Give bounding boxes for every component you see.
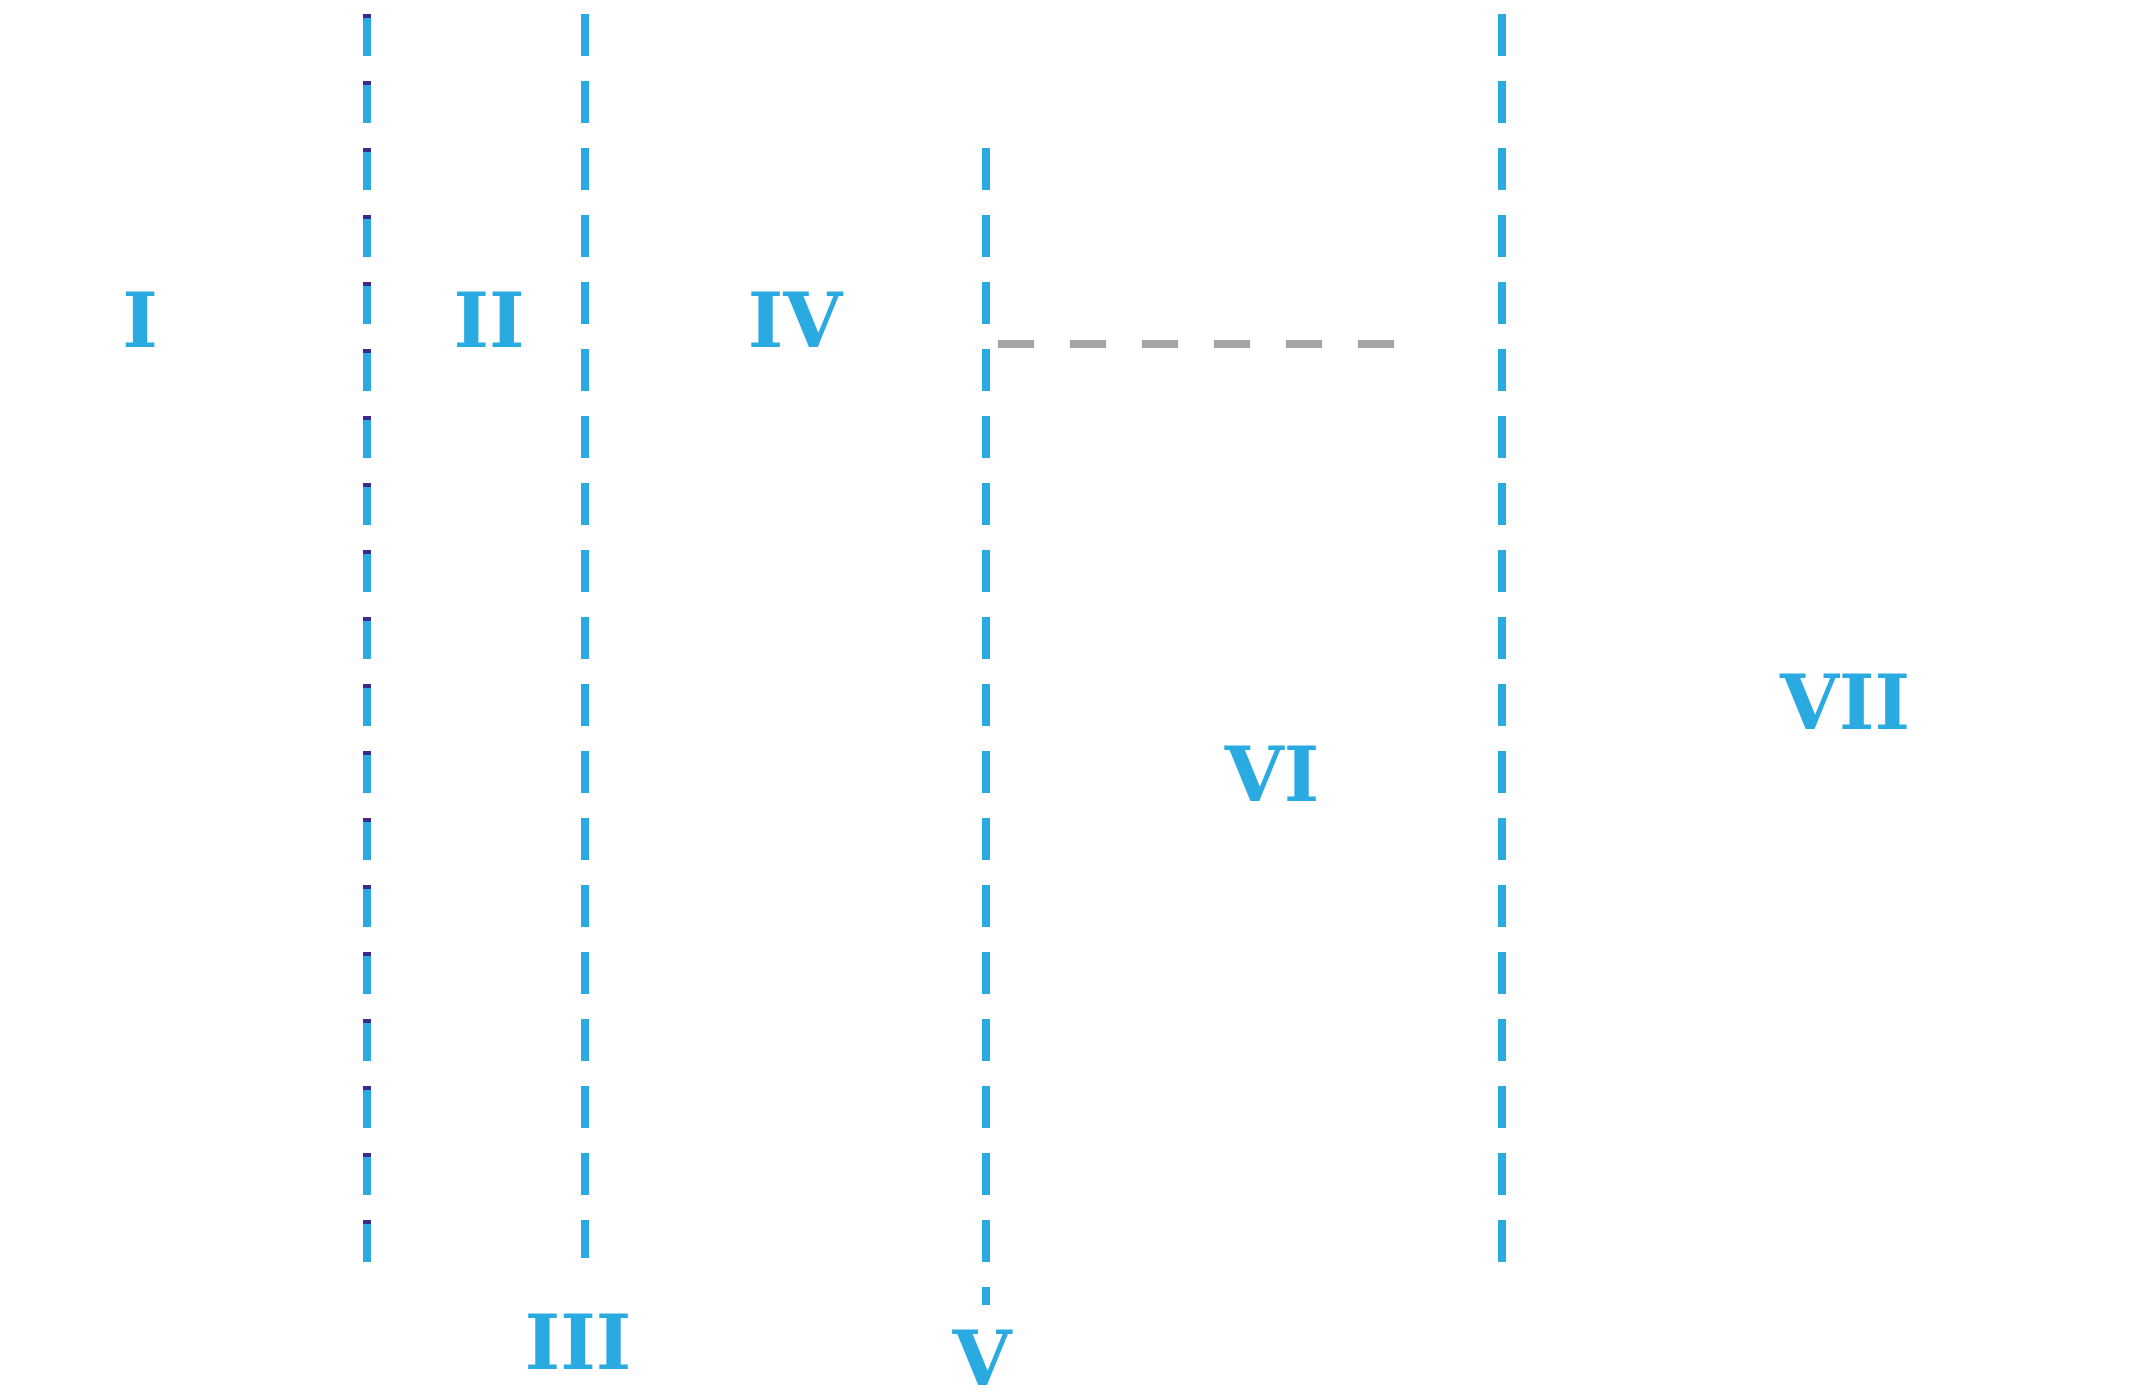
region-label-vi: VI [1224, 730, 1320, 819]
region-label-i: I [122, 276, 158, 365]
region-label-v: V [952, 1314, 1014, 1399]
region-label-iii: III [525, 1298, 632, 1387]
region-label-ii: II [453, 276, 524, 365]
region-label-iv: IV [748, 276, 845, 365]
region-label-vii: VII [1779, 658, 1910, 747]
